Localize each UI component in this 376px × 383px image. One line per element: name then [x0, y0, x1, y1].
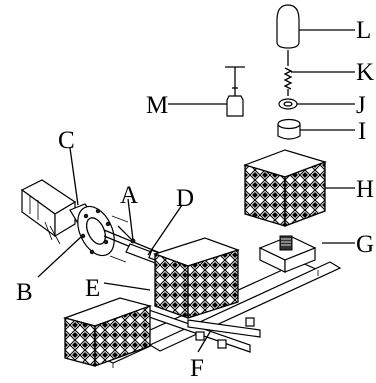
- label-a: A: [120, 182, 138, 209]
- mesh-cube-middle: [153, 237, 240, 319]
- leader-lines: [37, 29, 355, 353]
- rail-end-block: [245, 317, 255, 327]
- label-g: G: [356, 231, 374, 258]
- part-labels: C A D B E F G H I J K L M: [16, 17, 374, 382]
- ring-part: [278, 98, 298, 110]
- stamp-tool: [225, 66, 245, 117]
- mesh-cube-left: [63, 297, 152, 367]
- label-f: F: [190, 355, 204, 382]
- label-h: H: [356, 176, 374, 203]
- capsule-part: [276, 4, 300, 49]
- label-b: B: [16, 279, 33, 306]
- label-j: J: [356, 92, 366, 119]
- label-k: K: [356, 59, 374, 86]
- label-d: D: [176, 185, 194, 212]
- label-l: L: [356, 17, 371, 44]
- mesh-cube-top: [243, 149, 327, 227]
- gear-box: [258, 235, 317, 273]
- spring-part: [283, 50, 293, 96]
- label-m: M: [146, 92, 168, 119]
- cup-part: [277, 118, 301, 140]
- motor-assembly: [20, 179, 183, 269]
- rail-foot-block: [217, 339, 227, 349]
- label-e: E: [85, 275, 100, 302]
- label-c: C: [58, 127, 75, 154]
- label-i: I: [358, 118, 366, 145]
